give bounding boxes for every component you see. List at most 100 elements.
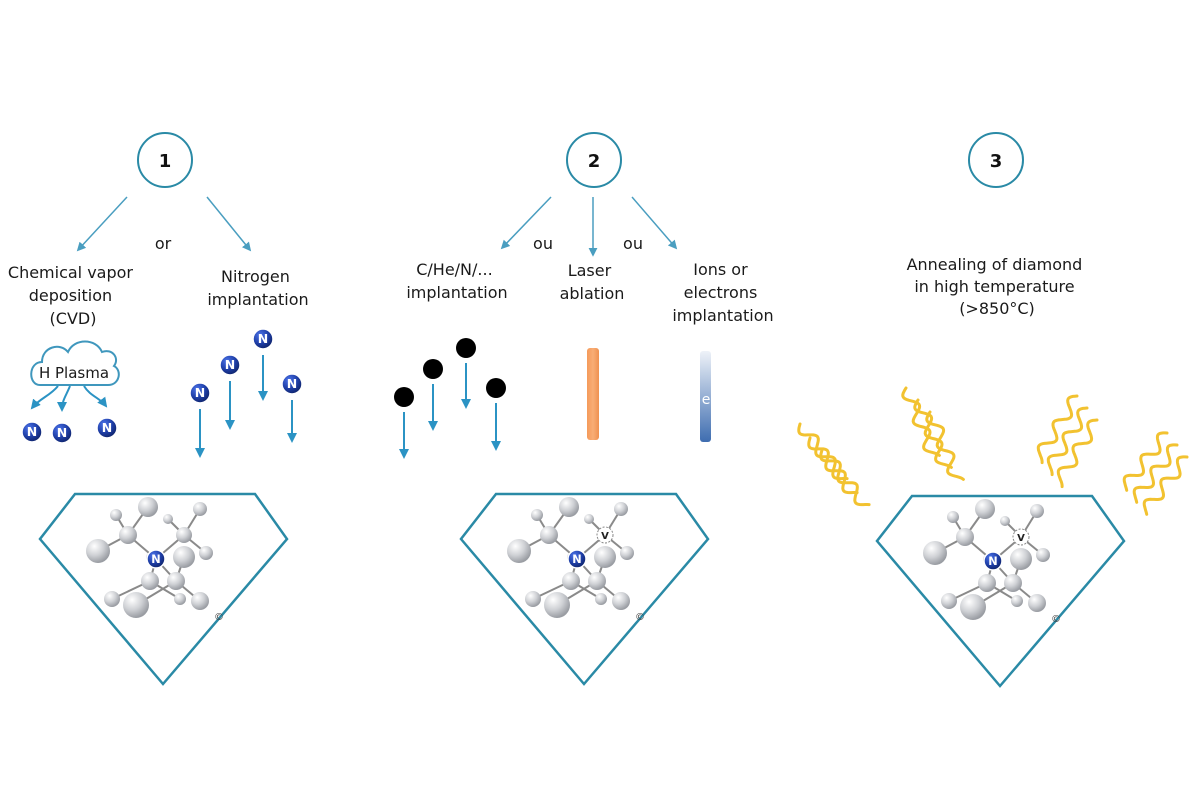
connector-ou: ou xyxy=(623,234,643,253)
carbon-atom-icon xyxy=(947,511,959,523)
laser-ablation-label: Laser ablation xyxy=(560,261,625,303)
carbon-atom-icon xyxy=(941,593,957,609)
carbon-atom-icon xyxy=(86,539,110,563)
carbon-atom-icon xyxy=(123,592,149,618)
carbon-atom-icon xyxy=(1036,548,1050,562)
carbon-atom-icon xyxy=(595,593,607,605)
svg-text:N: N xyxy=(151,553,160,566)
vacancy-icon: V xyxy=(596,526,614,544)
carbon-atom-icon xyxy=(193,502,207,516)
vacancy-symbol: V xyxy=(1017,533,1025,544)
carbon-atom-icon xyxy=(141,572,159,590)
vacancy-symbol: V xyxy=(601,531,609,542)
step-3-circle xyxy=(968,132,1024,188)
carbon-atom-icon xyxy=(191,592,209,610)
connector-or: or xyxy=(155,234,172,253)
carbon-atom-icon xyxy=(163,514,173,524)
carbon-atom-icon xyxy=(612,592,630,610)
electron-implantation-label: Ions or electrons implantation xyxy=(672,260,773,325)
carbon-atom-icon xyxy=(562,572,580,590)
svg-text:N: N xyxy=(27,424,37,439)
diamond-crystal-step-2: V N © xyxy=(459,492,710,686)
carbon-atom-icon xyxy=(1030,504,1044,518)
nitrogen-atom-icon: N xyxy=(281,373,303,395)
carbon-atom-icon xyxy=(978,574,996,592)
step-1: 1 or Chemical vapor deposition (CVD) Nit… xyxy=(8,132,309,458)
ion-particle-icon xyxy=(394,387,414,407)
carbon-atom-icon xyxy=(176,527,192,543)
carbon-atom-icon xyxy=(588,572,606,590)
step-3: 3 Annealing of diamond in high temperatu… xyxy=(797,132,1189,516)
carbon-atom-icon xyxy=(544,592,570,618)
svg-text:N: N xyxy=(225,357,235,372)
arrow-to-nitrogen-implantation xyxy=(206,196,252,252)
heat-wave-icon xyxy=(1056,418,1099,489)
carbon-atom-icon xyxy=(199,546,213,560)
svg-text:N: N xyxy=(572,553,581,566)
arrow-to-cvd xyxy=(76,196,128,252)
nitrogen-atom-icon: N xyxy=(219,354,241,376)
step-2-number: 2 xyxy=(588,151,601,172)
plasma-cloud-icon: H Plasma xyxy=(30,340,120,386)
copyright-symbol: © xyxy=(635,612,645,623)
carbon-atom-icon xyxy=(584,514,594,524)
heat-wave-icon xyxy=(1122,431,1169,492)
step-1-number: 1 xyxy=(159,151,172,172)
nitrogen-atom-icon: N xyxy=(189,382,211,404)
carbon-atom-icon xyxy=(1011,595,1023,607)
step-2-circle xyxy=(566,132,622,188)
carbon-atom-icon xyxy=(594,546,616,568)
electron-symbol: e xyxy=(702,392,711,408)
carbon-atom-icon xyxy=(531,509,543,521)
annealing-label: Annealing of diamond in high temperature… xyxy=(907,255,1088,318)
electron-beam-icon xyxy=(700,351,711,442)
plasma-arrow xyxy=(30,385,59,410)
carbon-atom-icon xyxy=(614,502,628,516)
heat-wave-icon xyxy=(901,386,941,457)
heat-wave-icon xyxy=(913,398,953,469)
carbon-atom-icon xyxy=(1004,574,1022,592)
vacancy-icon: V xyxy=(1012,528,1030,546)
diamond-crystal-step-1: N© xyxy=(38,492,289,686)
ion-particle-icon xyxy=(423,359,443,379)
step-3-number: 3 xyxy=(990,151,1003,172)
carbon-atom-icon xyxy=(540,526,558,544)
svg-text:N: N xyxy=(258,331,268,346)
connector-ou: ou xyxy=(533,234,553,253)
carbon-atom-icon xyxy=(167,572,185,590)
ion-implantation-label: C/He/N/... implantation xyxy=(406,260,507,302)
ion-particle-icon xyxy=(456,338,476,358)
ion-particle-icon xyxy=(486,378,506,398)
step-2: 2 ou ou C/He/N/... implantation Laser ab… xyxy=(394,132,774,459)
heat-wave-icon xyxy=(1036,394,1079,465)
carbon-atom-icon xyxy=(525,591,541,607)
arrow-to-ion-implantation xyxy=(500,196,552,250)
carbon-atom-icon xyxy=(507,539,531,563)
nitrogen-atom-icon: N xyxy=(567,549,587,569)
cvd-label: Chemical vapor deposition (CVD) xyxy=(8,263,138,328)
svg-text:N: N xyxy=(287,376,297,391)
arrow-to-electron-implantation xyxy=(631,196,678,250)
copyright-symbol: © xyxy=(1051,614,1061,625)
heat-waves xyxy=(797,386,1189,516)
carbon-atom-icon xyxy=(620,546,634,560)
carbon-atom-icon xyxy=(956,528,974,546)
step-1-circle xyxy=(137,132,193,188)
nitrogen-atom-icon: N xyxy=(146,549,166,569)
heat-wave-icon xyxy=(925,410,965,481)
laser-beam-icon xyxy=(587,348,599,440)
svg-text:N: N xyxy=(102,420,112,435)
nitrogen-implantation-label: Nitrogen implantation xyxy=(207,267,308,309)
carbon-atom-icon xyxy=(104,591,120,607)
heat-wave-icon xyxy=(797,422,849,481)
carbon-atom-icon xyxy=(1028,594,1046,612)
nitrogen-atom-icon: N xyxy=(96,417,118,439)
heat-wave-icon xyxy=(1046,406,1089,477)
heat-wave-icon xyxy=(807,436,859,495)
carbon-atom-icon xyxy=(960,594,986,620)
carbon-atom-icon xyxy=(1010,548,1032,570)
carbon-atom-icon xyxy=(173,546,195,568)
nitrogen-atom-icon: N xyxy=(51,422,73,444)
carbon-atom-icon xyxy=(174,593,186,605)
